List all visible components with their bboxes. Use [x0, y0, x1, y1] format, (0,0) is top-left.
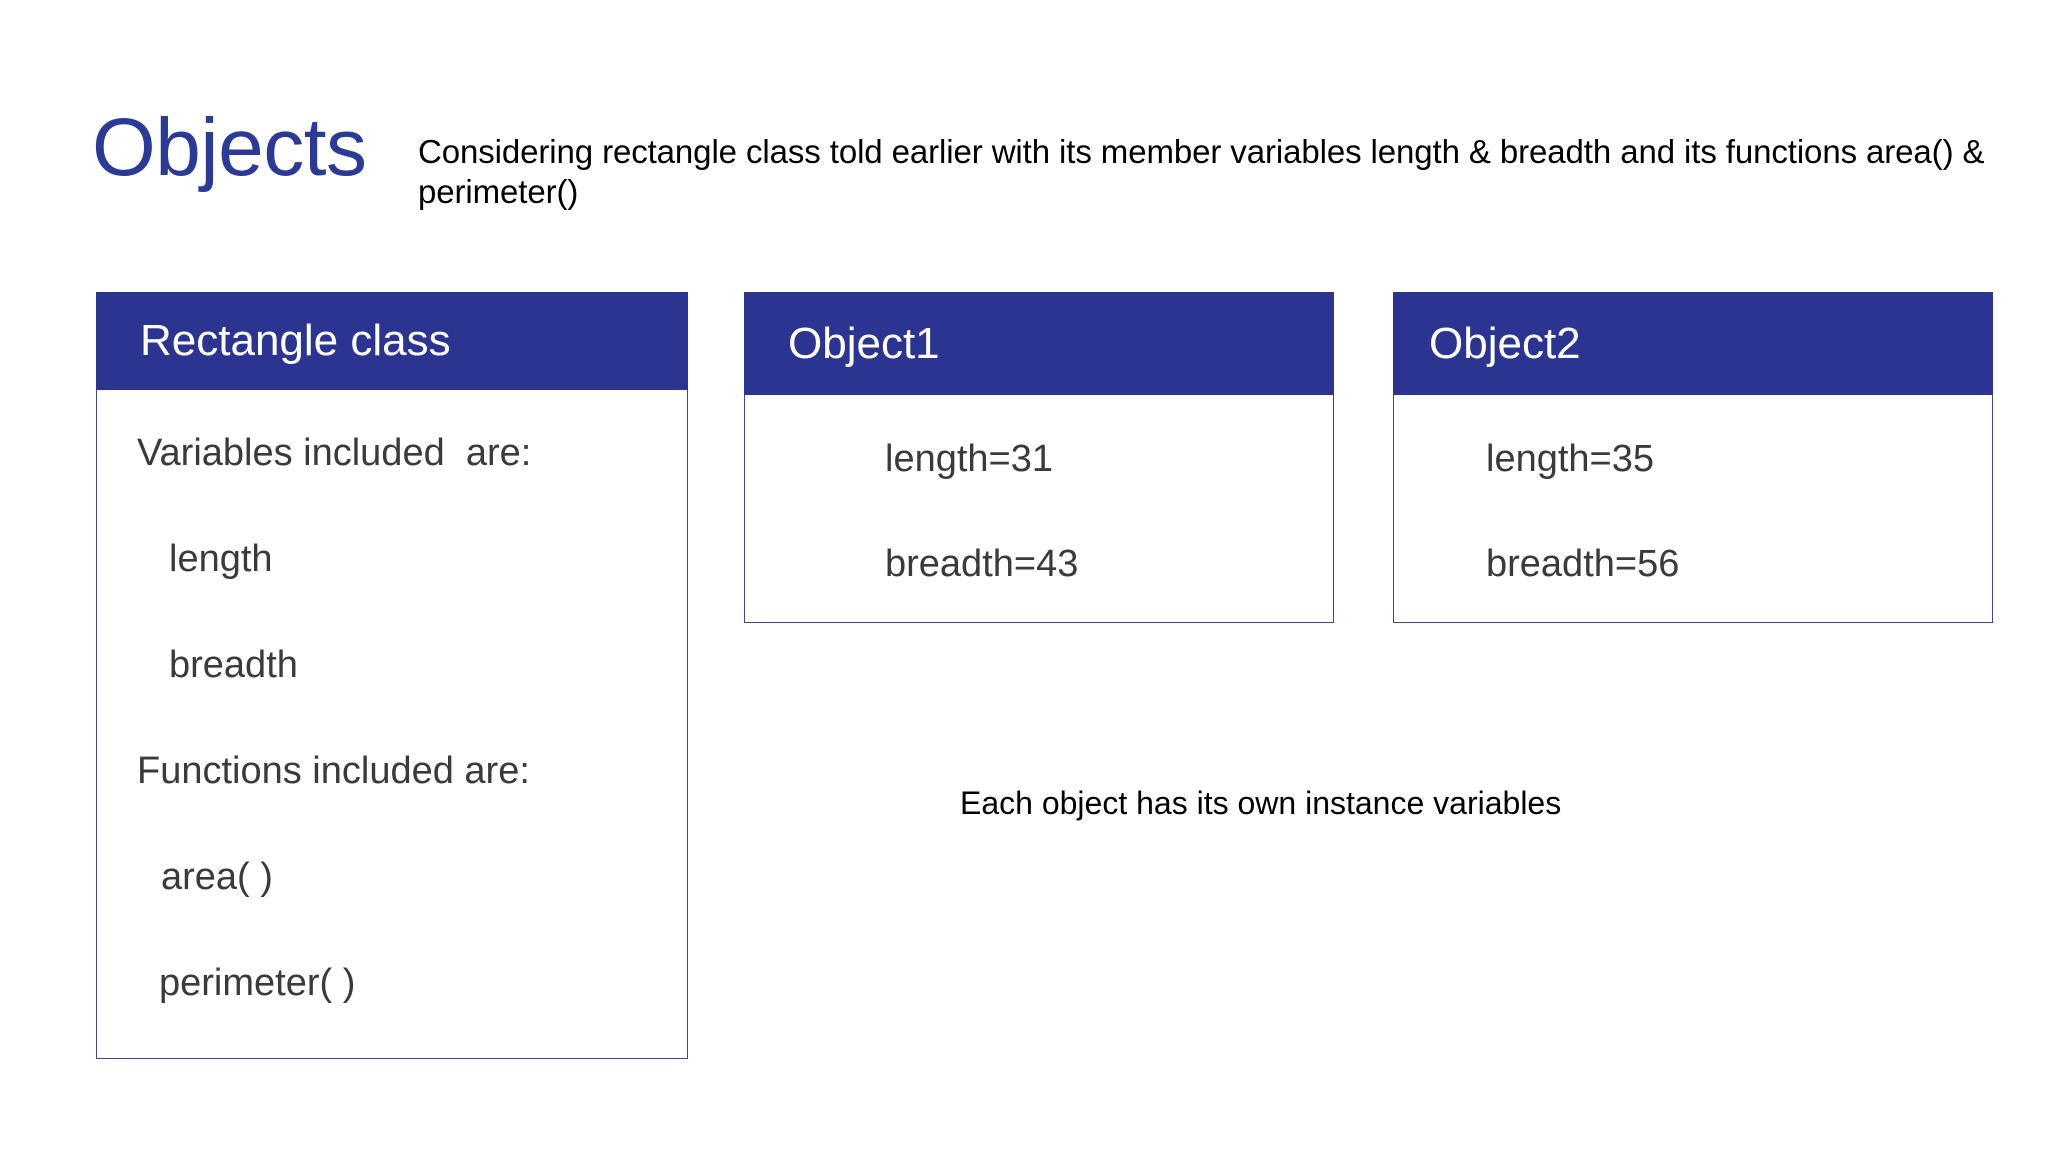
function-item-area: area( ) [161, 856, 273, 898]
variables-heading: Variables included are: [137, 432, 532, 474]
page-title: Objects [92, 102, 367, 193]
card-body-object2: length=35 breadth=56 [1393, 395, 1993, 623]
card-header-object2: Object2 [1393, 292, 1993, 395]
object2-breadth-value: breadth=56 [1486, 543, 1680, 585]
card-header-label: Object1 [788, 318, 940, 368]
card-body-object1: length=31 breadth=43 [744, 395, 1334, 623]
card-rectangle-class: Rectangle class Variables included are: … [96, 292, 688, 1059]
variable-item-length: length [169, 538, 273, 580]
card-header-label: Object2 [1429, 318, 1581, 368]
card-object2: Object2 length=35 breadth=56 [1393, 292, 1993, 623]
card-body-rectangle-class: Variables included are: length breadth F… [96, 390, 688, 1059]
card-object1: Object1 length=31 breadth=43 [744, 292, 1334, 623]
object2-length-value: length=35 [1486, 438, 1654, 480]
card-header-object1: Object1 [744, 292, 1334, 395]
slide-title-area: Objects Considering rectangle class told… [0, 0, 2048, 240]
variable-item-breadth: breadth [169, 644, 298, 686]
slide-subtitle: Considering rectangle class told earlier… [418, 133, 1985, 211]
card-header-label: Rectangle class [140, 316, 451, 365]
card-header-rectangle-class: Rectangle class [96, 292, 688, 390]
functions-heading: Functions included are: [137, 750, 530, 792]
object1-breadth-value: breadth=43 [885, 543, 1079, 585]
object1-length-value: length=31 [885, 438, 1053, 480]
function-item-perimeter: perimeter( ) [159, 962, 356, 1004]
instance-variables-caption: Each object has its own instance variabl… [960, 785, 1562, 821]
